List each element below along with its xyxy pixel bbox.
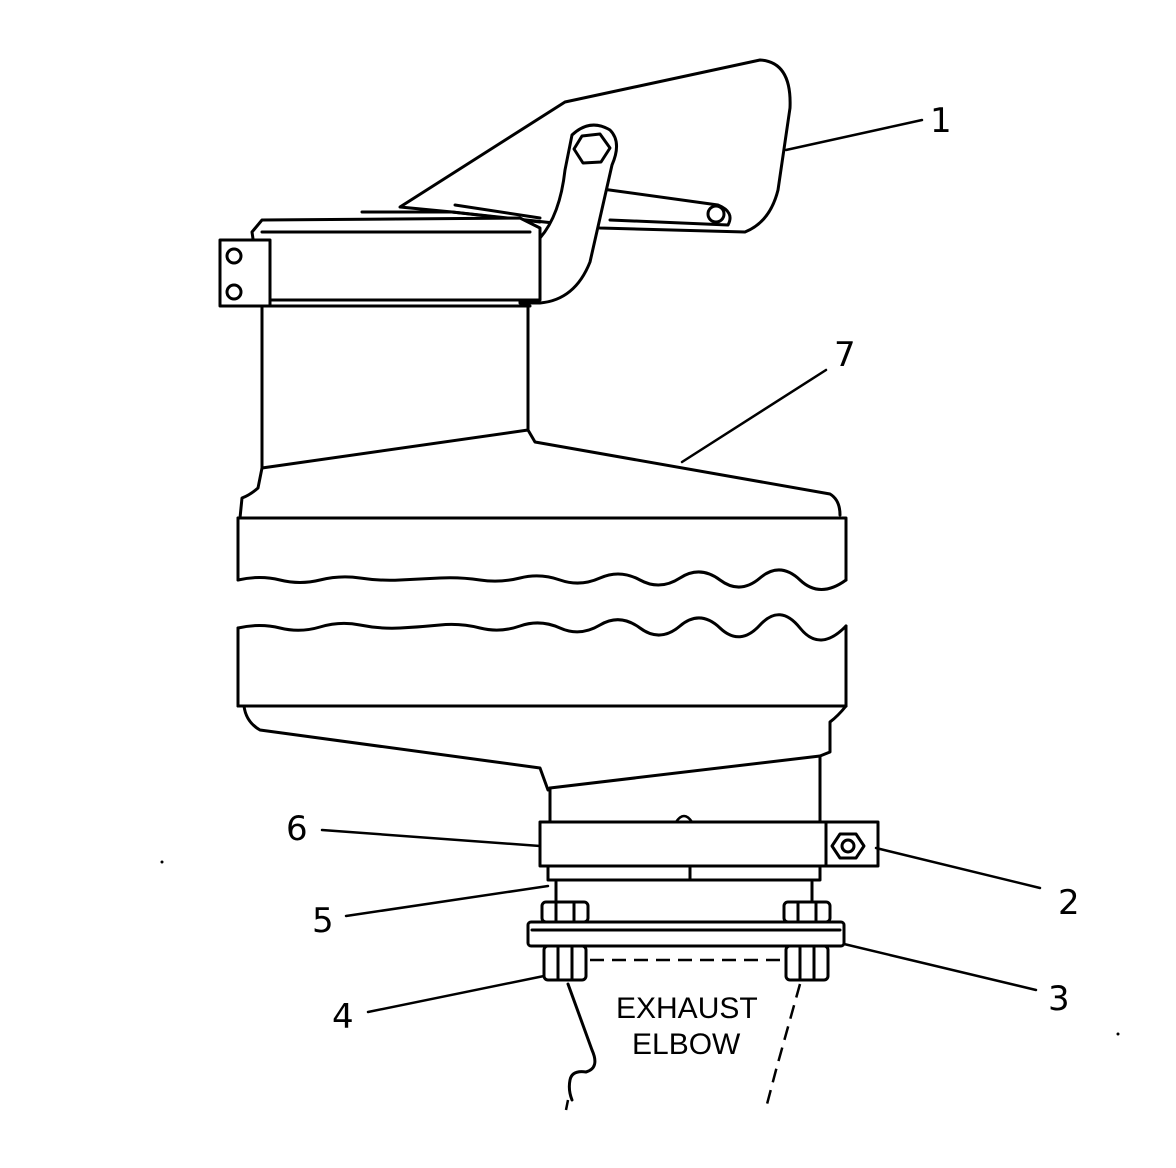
leader-lines bbox=[320, 118, 1042, 1014]
bolt-right bbox=[782, 900, 832, 982]
hex-bolt-icon bbox=[572, 132, 612, 165]
callout-3: 3 bbox=[1048, 979, 1070, 1019]
callout-6: 6 bbox=[286, 809, 308, 849]
bolt-left bbox=[540, 900, 590, 982]
adapter-gasket bbox=[546, 864, 822, 902]
callout-labels: 1 7 6 2 5 3 4 bbox=[286, 101, 1080, 1037]
callout-5: 5 bbox=[312, 901, 334, 941]
top-clamp-ring bbox=[218, 216, 542, 308]
callout-7: 7 bbox=[834, 335, 856, 375]
callout-4: 4 bbox=[332, 997, 354, 1037]
exhaust-elbow-label: EXHAUST ELBOW bbox=[616, 992, 758, 1061]
exhaust-elbow-phantom bbox=[564, 958, 802, 1111]
clamp-bolt-icon bbox=[830, 832, 866, 860]
scan-speck bbox=[1116, 1032, 1120, 1036]
muffler-body bbox=[236, 304, 848, 824]
scan-speck bbox=[160, 860, 164, 864]
annotation-line-1: EXHAUST bbox=[616, 992, 758, 1025]
lower-clamp-band bbox=[538, 820, 880, 868]
mounting-flange bbox=[526, 920, 846, 948]
annotation-line-2: ELBOW bbox=[632, 1028, 741, 1061]
callout-1: 1 bbox=[930, 101, 952, 141]
callout-2: 2 bbox=[1058, 883, 1080, 923]
pivot-arm bbox=[518, 123, 618, 305]
